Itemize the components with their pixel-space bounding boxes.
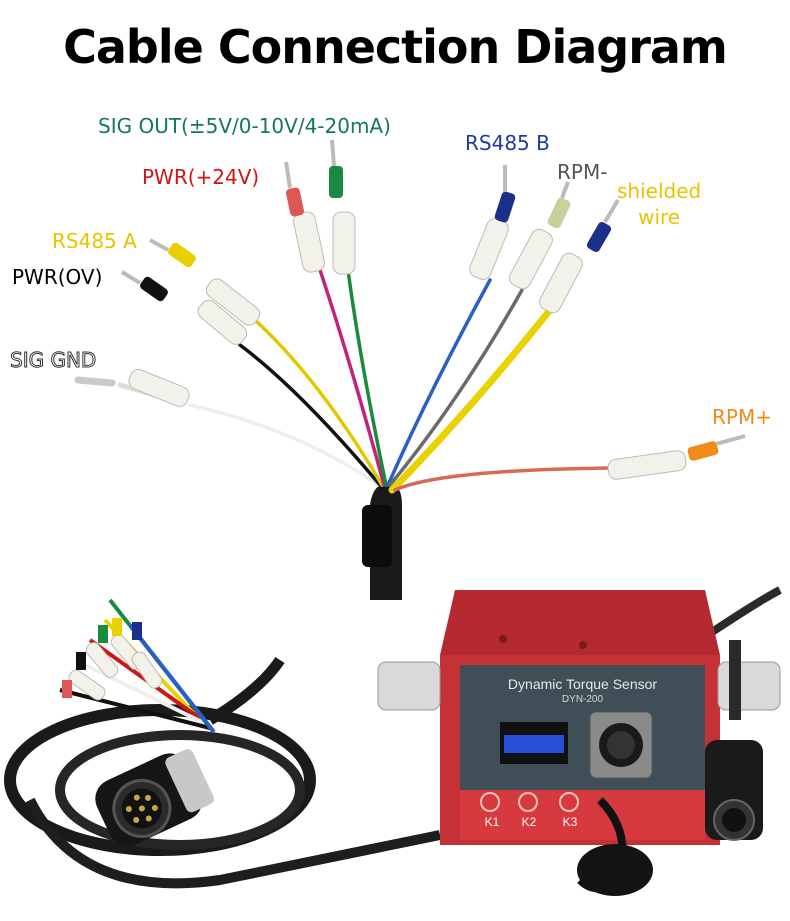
label-shielded-line2: wire <box>638 205 681 229</box>
pin-rpm-minus <box>560 181 570 199</box>
device-name: Dynamic Torque Sensor <box>507 676 658 692</box>
sleeve-rpm-minus <box>509 228 553 290</box>
key-k3: K3 <box>562 815 578 829</box>
ferrule-sig-out <box>329 166 343 198</box>
wire-rs485-b <box>386 278 492 487</box>
wire-pwr-24v <box>318 268 386 487</box>
wire-rs485-a <box>253 318 384 487</box>
sleeve-shielded <box>539 252 583 314</box>
label-rpm-plus: RPM+ <box>712 405 772 429</box>
ferrule-pwr-0v <box>140 276 168 302</box>
torque-sensor-photo <box>377 586 782 896</box>
ferrule-rpm-plus <box>687 441 719 461</box>
sleeve-sig-gnd <box>128 369 190 407</box>
ferrule-rpm-minus <box>547 197 571 229</box>
ferrule-pwr-24v <box>285 187 305 217</box>
label-rpm-minus: RPM- <box>557 160 608 184</box>
label-pwr-0v: PWR(OV) <box>12 265 103 289</box>
label-shielded-line1: shielded <box>617 179 702 203</box>
sleeve-sig-out <box>332 211 356 275</box>
ferrule-rs485-a <box>168 242 196 268</box>
label-shielded-wire: shielded wire <box>617 178 701 230</box>
sleeve-pwr-24v <box>292 211 326 273</box>
pin-pwr-0v <box>120 270 142 285</box>
device-model: DYN-200 <box>561 694 604 705</box>
wire-shielded <box>388 306 554 494</box>
heat-shrink <box>362 505 392 567</box>
sleeve-pwr-0v <box>197 299 248 345</box>
sleeve-rs485-b <box>469 218 509 280</box>
sleeve-rs485-a <box>205 278 261 326</box>
label-sig-gnd: SIG GND <box>9 348 97 372</box>
label-pwr-24v: PWR(+24V) <box>142 165 260 189</box>
pin-shielded <box>603 198 620 224</box>
label-rs485-a: RS485 A <box>52 229 137 253</box>
sleeve-rpm-plus <box>607 450 687 480</box>
label-rs485-b: RS485 B <box>465 131 550 155</box>
pin-rpm-plus <box>715 434 746 446</box>
wire-pwr-0v <box>238 343 382 487</box>
pin-sig-gnd <box>74 376 116 387</box>
page-title: Cable Connection Diagram <box>63 20 728 74</box>
label-sig-out: SIG OUT(±5V/0-10V/4-20mA) <box>98 114 391 138</box>
key-k2: K2 <box>521 815 537 829</box>
ferrule-rs485-b <box>494 191 516 223</box>
cable-coil-photo <box>4 598 442 889</box>
pin-sig-out <box>330 139 336 167</box>
wire-rpm-minus <box>388 288 524 487</box>
pin-rs485-a <box>149 238 169 252</box>
key-k1: K1 <box>484 815 500 829</box>
ferrule-shielded <box>586 221 612 253</box>
wire-sig-out <box>346 268 388 487</box>
wire-sig-gnd <box>188 403 380 487</box>
pin-pwr-24v <box>284 161 292 189</box>
wire-rpm-plus <box>393 466 612 492</box>
